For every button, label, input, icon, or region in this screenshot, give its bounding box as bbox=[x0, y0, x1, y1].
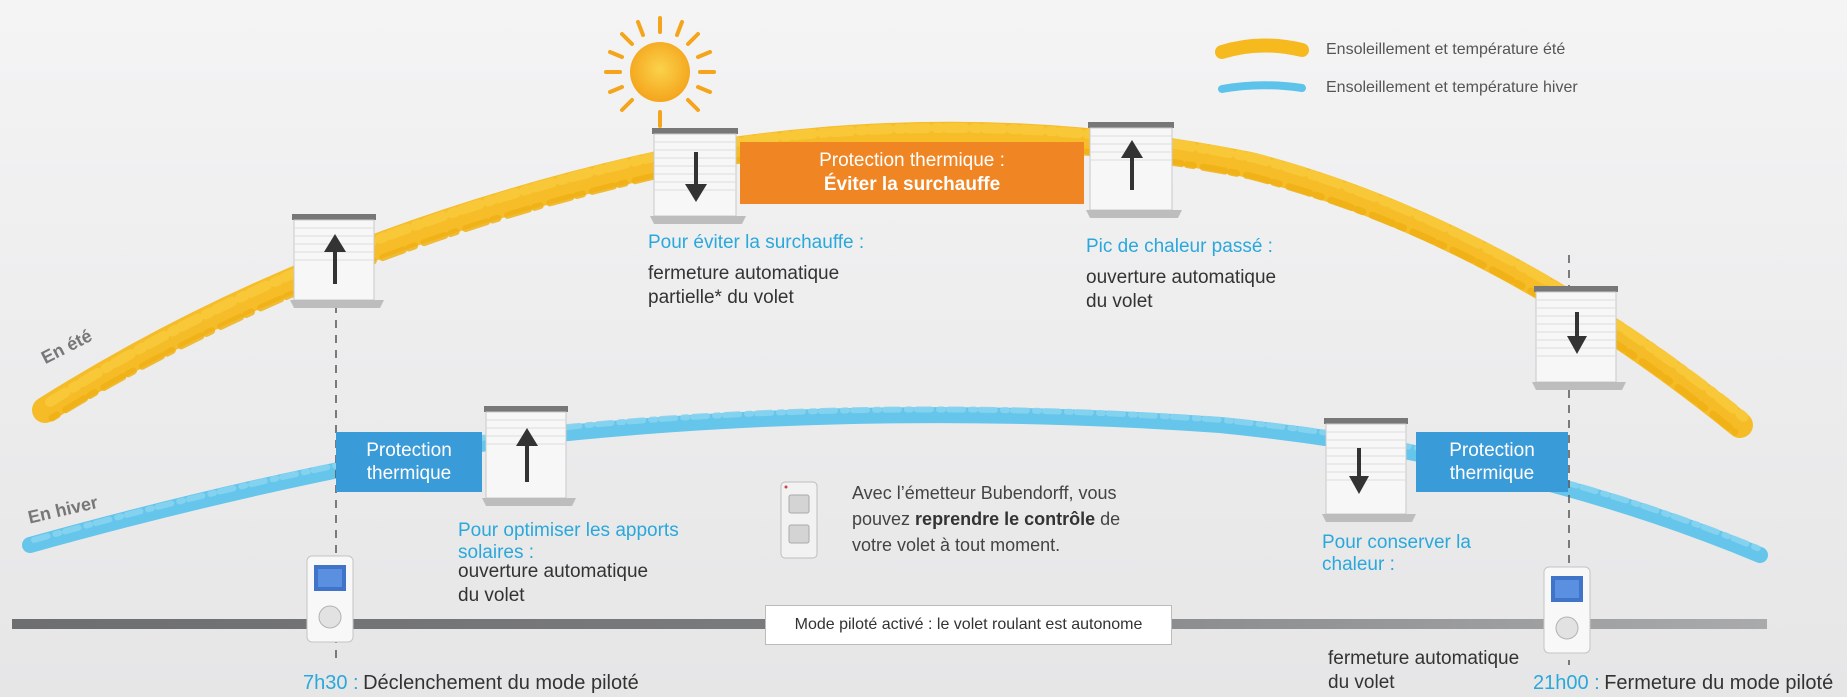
remote-line2-bold: reprendre le contrôle bbox=[915, 509, 1096, 529]
winter-close-line1: fermeture automatique bbox=[1328, 648, 1520, 669]
summer-open-title: Pic de chaleur passé : bbox=[1086, 236, 1273, 257]
winter-protection-left-box: Protection thermique bbox=[336, 432, 482, 492]
end-time: 21h00 : bbox=[1533, 672, 1600, 694]
summer-open-line2: du volet bbox=[1086, 291, 1153, 312]
winter-close-title2: chaleur : bbox=[1322, 554, 1395, 575]
remote-line2-a: pouvez bbox=[852, 509, 916, 529]
summer-close-title: Pour éviter la surchauffe : bbox=[648, 232, 865, 253]
winter-protection-left-line1: Protection bbox=[366, 440, 452, 461]
summer-close-note: Pour éviter la surchauffe : fermeture au… bbox=[648, 232, 948, 310]
end-event: Fermeture du mode piloté bbox=[1604, 672, 1834, 694]
legend-winter-label: Ensoleillement et température hiver bbox=[1326, 79, 1578, 96]
winter-open-note: Pour optimiser les apports solaires : ou… bbox=[458, 520, 738, 608]
summer-close-line1: fermeture automatique bbox=[648, 263, 840, 284]
remote-line2-c: de bbox=[1095, 509, 1121, 529]
winter-close-title-block: Pour conserver la chaleur : bbox=[1322, 532, 1542, 576]
start-time: 7h30 : bbox=[303, 672, 359, 694]
summer-open-line1: ouverture automatique bbox=[1086, 267, 1277, 288]
remote-note: Avec l’émetteur Bubendorff, vous pouvez … bbox=[852, 480, 1182, 558]
winter-protection-left-line2: thermique bbox=[366, 463, 452, 484]
shutter-winter-open-icon bbox=[480, 406, 578, 510]
winter-open-title1: Pour optimiser les apports bbox=[458, 520, 679, 541]
winter-open-title2: solaires : bbox=[458, 542, 535, 563]
summer-close-line2: partielle* du volet bbox=[648, 287, 794, 308]
shutter-winter-close-icon bbox=[1320, 418, 1418, 526]
mode-banner: Mode piloté activé : le volet roulant es… bbox=[765, 605, 1172, 645]
winter-open-line1: ouverture automatique bbox=[458, 561, 649, 582]
remote-line2: pouvez reprendre le contrôle de bbox=[852, 506, 1182, 532]
end-label: 21h00 : Fermeture du mode piloté bbox=[1533, 672, 1833, 695]
winter-open-line2: du volet bbox=[458, 585, 525, 606]
thermostat-start-icon bbox=[306, 555, 354, 643]
winter-protection-right-box: Protection thermique bbox=[1416, 432, 1568, 492]
shutter-summer-close-icon bbox=[648, 128, 748, 228]
shutter-summer-evening-icon bbox=[1530, 286, 1628, 396]
legend-winter-swatch bbox=[1218, 81, 1306, 93]
thermostat-end-icon bbox=[1543, 566, 1591, 654]
start-event: Déclenchement du mode piloté bbox=[363, 672, 639, 694]
legend-summer-label: Ensoleillement et température été bbox=[1326, 41, 1566, 58]
winter-close-text-block: fermeture automatique du volet bbox=[1328, 647, 1568, 695]
winter-close-title1: Pour conserver la bbox=[1322, 532, 1471, 553]
summer-protection-line2: Éviter la surchauffe bbox=[823, 174, 1001, 195]
winter-protection-right-line1: Protection bbox=[1449, 440, 1535, 461]
winter-close-line2: du volet bbox=[1328, 672, 1395, 693]
start-label: 7h30 : Déclenchement du mode piloté bbox=[303, 672, 639, 695]
remote-line1: Avec l’émetteur Bubendorff, vous bbox=[852, 483, 1117, 503]
summer-protection-line1: Protection thermique : bbox=[819, 150, 1005, 171]
sun-icon bbox=[604, 16, 716, 128]
summer-protection-box: Protection thermique : Éviter la surchau… bbox=[740, 142, 1084, 204]
summer-open-note: Pic de chaleur passé : ouverture automat… bbox=[1086, 236, 1386, 314]
remote-control-icon bbox=[780, 481, 818, 559]
winter-protection-right-line2: thermique bbox=[1449, 463, 1535, 484]
shutter-summer-reopen-icon bbox=[1084, 122, 1184, 222]
legend-summer-swatch bbox=[1215, 38, 1309, 59]
shutter-summer-open-icon bbox=[288, 212, 386, 312]
remote-line3: votre volet à tout moment. bbox=[852, 535, 1061, 555]
